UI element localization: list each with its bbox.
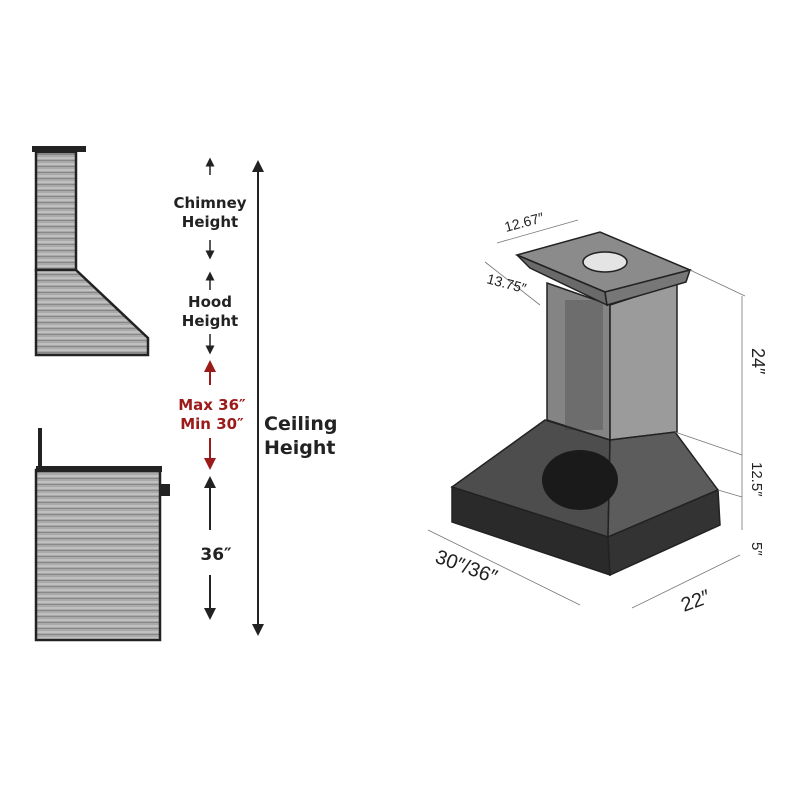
width-dim: 30″/36″ [432, 546, 500, 589]
band-height-dim: 5″ [748, 542, 765, 556]
hood-height-dim: 12.5″ [748, 462, 765, 497]
range-side-view [34, 428, 170, 642]
hood-label-line1: Hood [188, 293, 232, 311]
max-clearance-label: Max 36″ [178, 396, 246, 414]
hood-label-line2: Height [182, 312, 238, 330]
chimney-label-line2: Height [182, 213, 238, 231]
depth-dim: 22″ [678, 586, 713, 617]
chimney-height-dim: 24″ [748, 348, 768, 375]
top-depth-label: 13.75″ [485, 270, 528, 296]
ceiling-label-line1: Ceiling [264, 413, 338, 435]
chimney-label-line1: Chimney [173, 194, 246, 212]
counter-height-label: 36″ [200, 545, 232, 565]
dimension-lines [427, 219, 746, 609]
hood-side-view [32, 146, 150, 357]
min-clearance-label: Min 30″ [180, 415, 244, 433]
ceiling-label-line2: Height [264, 437, 336, 459]
hood-3d-view [450, 231, 721, 577]
